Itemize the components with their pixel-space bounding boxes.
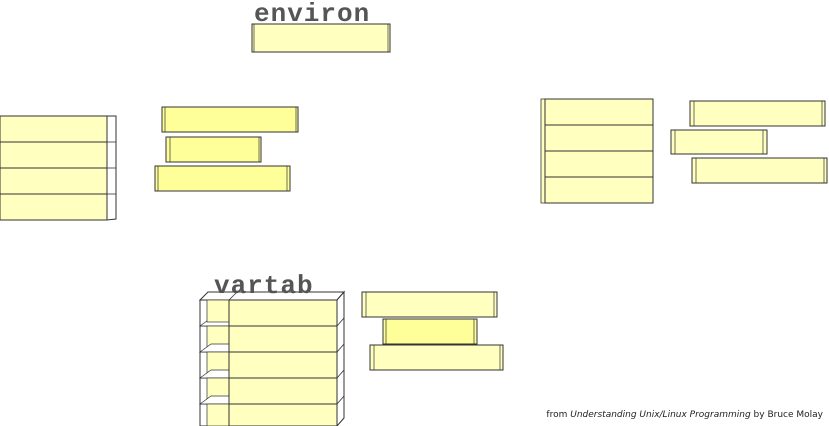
vartab-table bbox=[198, 290, 346, 426]
right-string-bar bbox=[689, 100, 826, 127]
left-string-bar bbox=[154, 165, 291, 192]
left-pointer-array bbox=[0, 115, 117, 221]
environ-bar bbox=[251, 23, 391, 53]
credit-line: from Understanding Unix/Linux Programmin… bbox=[546, 410, 823, 420]
right-pointer-array bbox=[540, 98, 654, 204]
environ-label: environ bbox=[254, 0, 371, 29]
vartab-label: vartab bbox=[214, 271, 314, 301]
right-string-bar bbox=[691, 157, 828, 184]
vartab-string-bars bbox=[361, 291, 504, 371]
left-string-bar bbox=[165, 136, 262, 163]
vartab-string-bar bbox=[369, 344, 504, 371]
vartab-string-bar bbox=[382, 318, 478, 345]
right-string-bars bbox=[670, 100, 828, 184]
credit-suffix: by Bruce Molay bbox=[750, 410, 823, 420]
vartab-string-bar bbox=[361, 291, 498, 318]
right-string-bar bbox=[670, 129, 768, 155]
left-string-bar bbox=[161, 106, 299, 133]
credit-prefix: from bbox=[546, 410, 571, 420]
left-string-bars bbox=[154, 106, 299, 192]
credit-book-title: Understanding Unix/Linux Programming bbox=[570, 410, 751, 420]
